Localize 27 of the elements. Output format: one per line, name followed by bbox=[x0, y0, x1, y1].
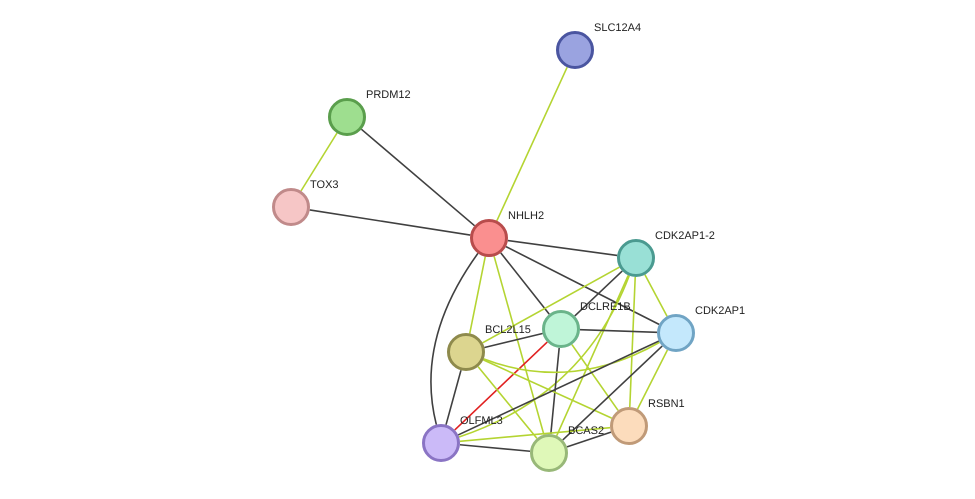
interaction-line bbox=[496, 66, 568, 222]
interaction-line bbox=[562, 345, 663, 441]
interaction-line bbox=[458, 275, 630, 438]
interaction-line bbox=[468, 256, 486, 334]
interaction-line bbox=[310, 209, 470, 236]
interaction-line bbox=[484, 332, 543, 348]
protein-label: CDK2AP1-2 bbox=[655, 229, 715, 244]
interaction-line bbox=[360, 128, 476, 226]
interaction-line bbox=[508, 240, 618, 256]
protein-label: TOX3 bbox=[310, 178, 339, 193]
protein-label: SLC12A4 bbox=[594, 21, 642, 36]
interaction-line bbox=[430, 252, 479, 425]
protein-label: CDK2AP1 bbox=[695, 304, 746, 319]
interaction-line bbox=[500, 252, 550, 315]
protein-label: RSBN1 bbox=[648, 397, 685, 412]
interaction-line bbox=[454, 342, 548, 430]
interaction-line bbox=[493, 256, 545, 435]
protein-label: NHLH2 bbox=[508, 209, 544, 224]
interaction-line bbox=[460, 444, 530, 452]
interaction-line bbox=[550, 348, 560, 434]
interaction-line bbox=[580, 328, 658, 334]
interaction-line bbox=[477, 366, 538, 439]
interaction-line bbox=[556, 275, 629, 436]
protein-label: PRDM12 bbox=[366, 88, 411, 103]
interaction-line bbox=[636, 350, 668, 410]
interaction-line bbox=[629, 276, 636, 408]
interaction-line bbox=[445, 370, 462, 425]
